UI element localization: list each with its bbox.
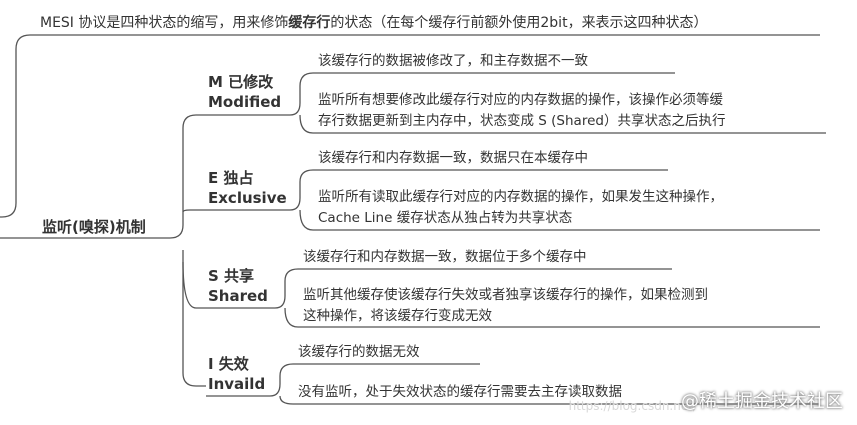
e-branch <box>289 169 820 231</box>
shared-description: 该缓存行和内存数据一致，数据位于多个缓存中 <box>303 249 587 265</box>
header-suffix: 的状态（在每个缓存行前额外使用2bit，来表示这四种状态） <box>330 15 708 31</box>
state-title-en: Invaild <box>208 375 266 393</box>
trunk-exclusive <box>182 209 206 213</box>
exclusive-monitor: 监听所有读取此缓存行对应的内存数据的操作，如果发生这种操作， Cache Lin… <box>318 187 723 229</box>
state-title-en: Shared <box>208 287 268 305</box>
monitor-line: 没有监听，处于失效状态的缓存行需要去主存读取数据 <box>298 384 622 400</box>
state-title-en: Modified <box>208 93 282 111</box>
trunk-shared <box>182 261 206 309</box>
modified-monitor: 监听所有想要修改此缓存行对应的内存数据的操作，该操作必须等缓 存行数据更新到主内… <box>318 90 725 132</box>
header-text: MESI 协议是四种状态的缩写，用来修饰缓存行的状态（在每个缓存行前额外使用2b… <box>40 14 708 32</box>
invalid-description: 该缓存行的数据无效 <box>298 344 420 360</box>
state-node-invalid: I 失效 Invaild <box>208 354 265 394</box>
header-emphasis: 缓存行 <box>288 15 331 31</box>
invalid-monitor: 没有监听，处于失效状态的缓存行需要去主存读取数据 <box>298 382 622 403</box>
state-node-exclusive: E 独占 Exclusive <box>208 168 287 208</box>
state-title-cn: E 独占 <box>208 169 254 187</box>
monitor-line: 存行数据更新到主内存中，状态变成 S (Shared）共享状态之后执行 <box>318 113 726 129</box>
monitor-line: 监听所有读取此缓存行对应的内存数据的操作，如果发生这种操作， <box>318 189 723 205</box>
state-node-shared: S 共享 Shared <box>208 266 268 306</box>
watermark-url: https://blog.csdn.net/ <box>568 399 697 413</box>
root-node: 监听(嗅探)机制 <box>42 218 146 236</box>
exclusive-description: 该缓存行和内存数据一致，数据只在本缓存中 <box>318 150 588 166</box>
watermark-text: @稀土掘金技术社区 <box>681 391 843 412</box>
i-branch <box>269 363 820 405</box>
trunk-connector <box>158 114 206 387</box>
monitor-line: Cache Line 缓存状态从独占转为共享状态 <box>318 210 573 226</box>
monitor-line: 监听其他缓存使该缓存行失效或者独享该缓存行的操作，如果检测到 <box>303 287 708 303</box>
modified-description: 该缓存行的数据被修改了，和主存数据不一致 <box>318 53 588 69</box>
state-node-modified: M 已修改 Modified <box>208 72 281 112</box>
s-branch <box>274 268 820 328</box>
state-title-en: Exclusive <box>208 189 287 207</box>
state-title-cn: M 已修改 <box>208 73 274 91</box>
monitor-line: 这种操作，将该缓存行变成无效 <box>303 308 492 324</box>
state-title-cn: S 共享 <box>208 267 255 285</box>
header-connector <box>0 34 820 218</box>
header-prefix: MESI 协议是四种状态的缩写，用来修饰 <box>40 15 289 31</box>
m-branch <box>289 72 826 134</box>
monitor-line: 监听所有想要修改此缓存行对应的内存数据的操作，该操作必须等缓 <box>318 92 723 108</box>
state-title-cn: I 失效 <box>208 355 249 373</box>
shared-monitor: 监听其他缓存使该缓存行失效或者独享该缓存行的操作，如果检测到 这种操作，将该缓存… <box>303 285 708 327</box>
